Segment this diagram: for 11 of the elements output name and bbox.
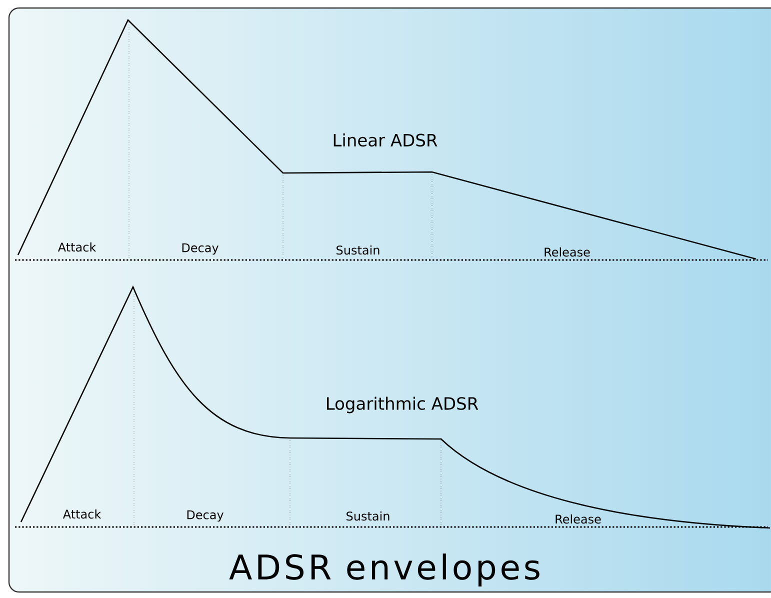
phase-label: Release (544, 247, 590, 257)
phase-label: Decay (182, 243, 218, 255)
phase-label: Attack (62, 509, 102, 519)
phase-label: Sustain (346, 511, 390, 521)
phase-label: Sustain (336, 245, 380, 255)
phase-label: Attack (58, 242, 96, 252)
title: ADSR envelopes (229, 554, 540, 586)
phase-label: Release (556, 514, 601, 524)
panel-label: Logarithmic ADSR (327, 396, 478, 414)
panel-label: Linear ADSR (334, 133, 438, 147)
phase-label: Decay (187, 510, 224, 522)
